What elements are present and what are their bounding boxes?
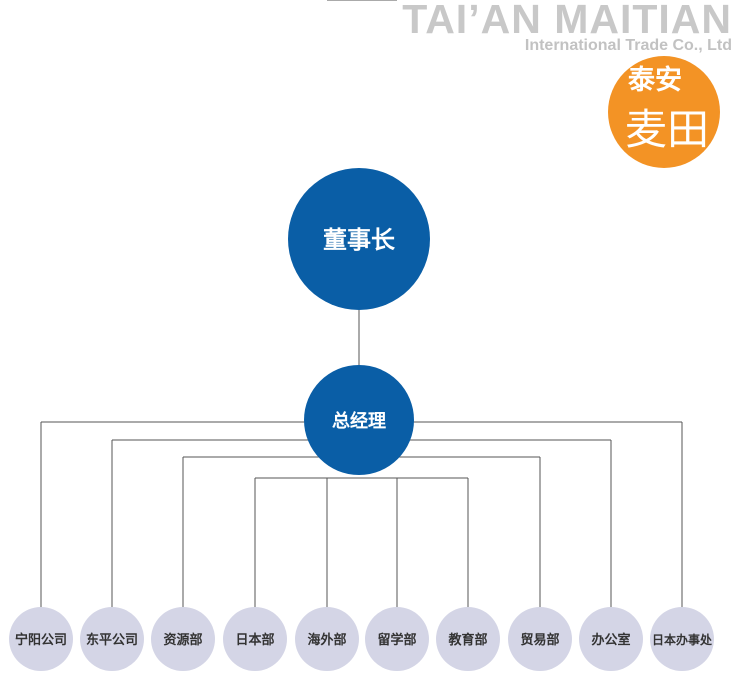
department-node: 海外部: [295, 607, 359, 671]
department-circle: [650, 607, 714, 671]
general-manager-node: 总经理: [304, 365, 414, 475]
department-circle: [9, 607, 73, 671]
logo-text-taian: 泰安: [628, 65, 682, 96]
department-label: 东平公司: [86, 632, 138, 648]
department-circle: [80, 607, 144, 671]
department-label: 海外部: [307, 632, 346, 648]
department-circle: [436, 607, 500, 671]
department-circle: [365, 607, 429, 671]
department-label: 日本部: [235, 632, 274, 648]
department-label: 宁阳公司: [15, 632, 67, 648]
department-circle: [579, 607, 643, 671]
department-nodes: 宁阳公司 东平公司 资源部 日本部 海外部 留学部 教育部 贸易部 办公室 日本办事处: [9, 607, 714, 671]
department-node: 宁阳公司: [9, 607, 73, 671]
chairman-label: 董事长: [323, 226, 396, 254]
department-node: 日本办事处: [650, 607, 714, 671]
department-circle: [151, 607, 215, 671]
department-circle: [508, 607, 572, 671]
department-label: 贸易部: [520, 632, 559, 648]
department-label: 资源部: [163, 632, 202, 648]
department-node: 资源部: [151, 607, 215, 671]
chairman-circle: [288, 168, 430, 310]
department-node: 留学部: [365, 607, 429, 671]
general-manager-label: 总经理: [332, 410, 386, 432]
department-label: 教育部: [447, 632, 487, 648]
company-logo: 泰安 麦田: [608, 56, 720, 168]
department-node: 办公室: [579, 607, 643, 671]
department-node: 日本部: [223, 607, 287, 671]
department-circle: [223, 607, 287, 671]
chairman-node: 董事长: [288, 168, 430, 310]
department-node: 教育部: [436, 607, 500, 671]
department-label: 留学部: [377, 632, 416, 648]
department-node: 贸易部: [508, 607, 572, 671]
department-node: 东平公司: [80, 607, 144, 671]
logo-text-maitian: 麦田: [625, 105, 710, 154]
department-circle: [295, 607, 359, 671]
department-label: 办公室: [591, 632, 630, 648]
general-manager-circle: [304, 365, 414, 475]
department-label: 日本办事处: [652, 632, 713, 647]
brand-subtitle: International Trade Co., Ltd: [524, 37, 732, 54]
brand-name: TAI’AN MAITIAN: [402, 0, 732, 42]
